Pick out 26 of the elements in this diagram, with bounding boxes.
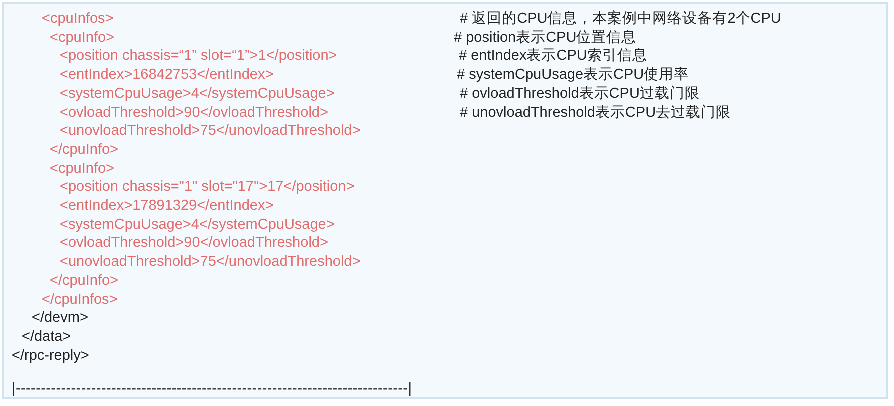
code-line: <entIndex>17891329</entIndex> <box>60 197 274 215</box>
code-line: <position chassis=“1” slot=“1”>1</position> <box>60 47 338 66</box>
code-line: </data> <box>22 328 72 346</box>
code-line: </cpuInfo> <box>50 140 119 159</box>
code-comment: # systemCpuUsage表示CPU使用率 <box>457 66 690 84</box>
code-line: <cpuInfo> <box>50 160 114 178</box>
code-line: </cpuInfo> <box>50 272 119 290</box>
code-line: <unovloadThreshold>75</unovloadThreshold> <box>60 122 361 140</box>
code-line: <systemCpuUsage>4</systemCpuUsage> <box>60 216 335 234</box>
code-comment: # entIndex表示CPU索引信息 <box>459 47 648 66</box>
code-line: <position chassis="1" slot="17">17</position> <box>60 178 355 196</box>
code-comment: # unovloadThreshold表示CPU去过载门限 <box>460 104 732 122</box>
code-line: <entIndex>16842753</entIndex> <box>60 66 274 84</box>
code-line: <cpuInfo> <box>50 28 114 47</box>
code-line: <ovloadThreshold>90</ovloadThreshold> <box>60 104 328 122</box>
code-line: <systemCpuUsage>4</systemCpuUsage> <box>60 84 335 103</box>
code-line: <ovloadThreshold>90</ovloadThreshold> <box>60 234 328 252</box>
code-line: <cpuInfos> <box>42 10 114 28</box>
code-line: </cpuInfos> <box>42 290 118 308</box>
code-line: <unovloadThreshold>75</unovloadThreshold> <box>60 253 361 272</box>
separator-line: |------------------------------------------------------------------------------| <box>12 380 412 398</box>
code-comment: # position表示CPU位置信息 <box>454 28 637 47</box>
code-line: </rpc-reply> <box>12 346 90 365</box>
code-comment: # ovloadThreshold表示CPU过载门限 <box>460 84 700 103</box>
code-line: </devm> <box>32 309 88 328</box>
code-comment: # 返回的CPU信息，本案例中网络设备有2个CPU <box>460 10 782 28</box>
